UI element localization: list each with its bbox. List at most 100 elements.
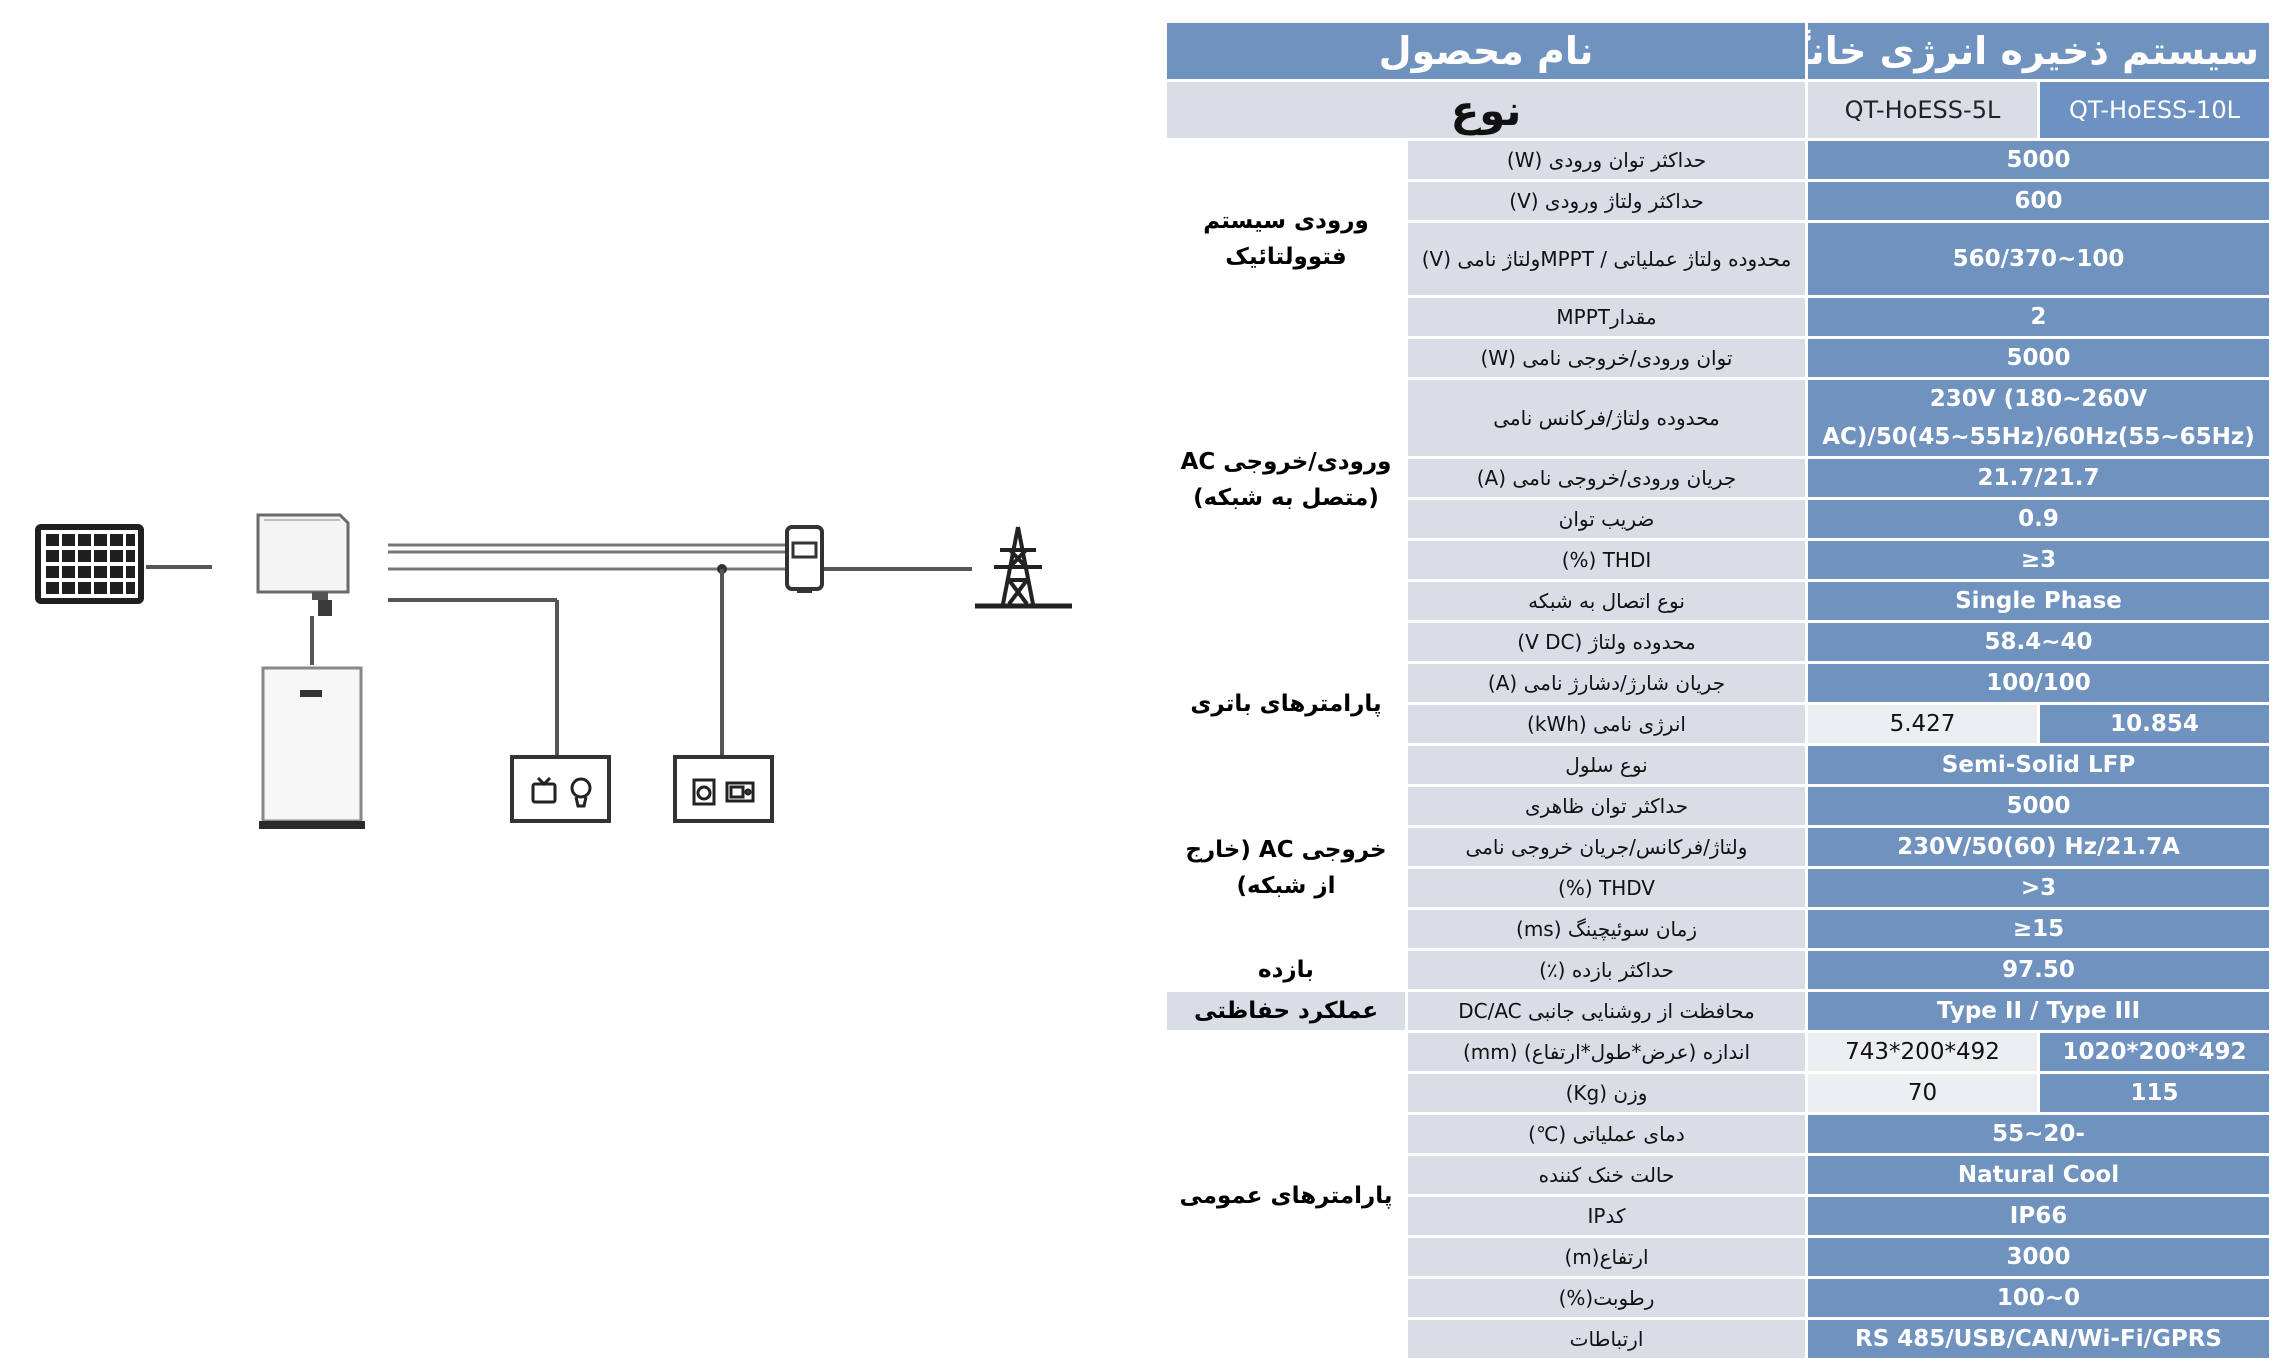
spec-value: 100~560/370 (1808, 223, 2272, 298)
spec-parameter: THDV (%) (1408, 869, 1808, 910)
grid-tower-icon (975, 526, 1072, 609)
spec-value: Type II / Type III (1808, 992, 2272, 1033)
washer-icon (692, 778, 716, 806)
spec-parameter: نوع اتصال به شبکه (1408, 582, 1808, 623)
table-row: 3<THDV (%) (1167, 869, 2272, 910)
spec-parameter: جریان شارژ/دشارژ نامی (A) (1408, 664, 1808, 705)
spec-parameter: اندازه (عرض*طول*ارتفاع) (mm) (1408, 1033, 1808, 1074)
spec-value: Single Phase (1808, 582, 2272, 623)
value-10l: 492*200*1020 (2040, 1033, 2272, 1074)
model-row: QT-HoESS-10L QT-HoESS-5L نوع (1167, 82, 2272, 141)
spec-table: سیستم ذخیره انرژی خانگی نام محصول QT-HoE… (1167, 23, 2272, 1361)
spec-value: 100/100 (1808, 664, 2272, 705)
value-5l: 5.427 (1808, 705, 2040, 746)
spec-value: -20~55 (1808, 1115, 2272, 1156)
spec-parameter: رطوبت(%) (1408, 1279, 1808, 1320)
spec-parameter: توان ورودی/خروجی نامی (W) (1408, 339, 1808, 380)
spec-value: 40~58.4 (1808, 623, 2272, 664)
backup-load-box (510, 755, 611, 823)
table-row: 230V (180~260V AC)/50(45~55Hz)/60Hz(55~6… (1167, 380, 2272, 459)
value-10l: 10.854 (2040, 705, 2272, 746)
spec-value: 2 (1808, 298, 2272, 339)
normal-load-box (673, 755, 774, 823)
spec-value: 5000 (1808, 141, 2272, 182)
spec-value: 21.7/21.7 (1808, 459, 2272, 500)
spec-parameter: محدوده ولتاژ عملیاتی / MPPTولتاژ نامی (V… (1408, 223, 1808, 298)
value-5l: 492*200*743 (1808, 1033, 2040, 1074)
spec-parameter: حداکثر ولتاژ ورودی (V) (1408, 182, 1808, 223)
system-title: سیستم ذخیره انرژی خانگی (1808, 23, 2272, 82)
spec-parameter: کدIP (1408, 1197, 1808, 1238)
spec-value: Natural Cool (1808, 1156, 2272, 1197)
group-label: خروجی AC (خارج از شبکه) (1167, 787, 1408, 951)
microwave-icon (725, 781, 755, 803)
spec-parameter: ضریب توان (1408, 500, 1808, 541)
spec-parameter: ارتفاع(m) (1408, 1238, 1808, 1279)
spec-value: 3000 (1808, 1238, 2272, 1279)
spec-parameter: نوع سلول (1408, 746, 1808, 787)
spec-parameter: زمان سوئیچینگ (ms) (1408, 910, 1808, 951)
group-label: پارامترهای باتری (1167, 623, 1408, 787)
table-row: 15≤زمان سوئیچینگ (ms) (1167, 910, 2272, 951)
meter-icon (785, 525, 824, 593)
spec-parameter: THDI (%) (1408, 541, 1808, 582)
spec-value: 0.9 (1808, 500, 2272, 541)
spec-value: 15≤ (1808, 910, 2272, 951)
spec-parameter: انرژی نامی (kWh) (1408, 705, 1808, 746)
table-row: 3≤THDI (%) (1167, 541, 2272, 582)
spec-parameter: حداکثر توان ورودی (W) (1408, 141, 1808, 182)
inverter-icon (256, 513, 350, 616)
table-header-row: سیستم ذخیره انرژی خانگی نام محصول (1167, 23, 2272, 82)
spec-value: 5000 (1808, 339, 2272, 380)
group-label: ورودی/خروجی AC (متصل به شبکه) (1167, 339, 1408, 623)
group-label: پارامترهای عمومی (1167, 1033, 1408, 1361)
spec-table-body: سیستم ذخیره انرژی خانگی نام محصول QT-HoE… (1167, 23, 2272, 1361)
spec-value: 5000 (1808, 787, 2272, 828)
group-label: عملکرد حفاظتی (1167, 992, 1408, 1033)
spec-parameter: دمای عملیاتی (℃) (1408, 1115, 1808, 1156)
spec-parameter: حالت خنک کننده (1408, 1156, 1808, 1197)
spec-parameter: ولتاژ/فرکانس/جریان خروجی نامی (1408, 828, 1808, 869)
spec-value: 600 (1808, 182, 2272, 223)
spec-parameter: وزن (Kg) (1408, 1074, 1808, 1115)
spec-parameter: محافظت از روشنایی جانبی DC/AC (1408, 992, 1808, 1033)
battery-icon (259, 666, 365, 829)
spec-value: 230V/50(60) Hz/21.7A (1808, 828, 2272, 869)
type-label: نوع (1167, 82, 1808, 141)
system-diagram (35, 513, 1072, 829)
product-name-label: نام محصول (1167, 23, 1808, 82)
value-5l: 70 (1808, 1074, 2040, 1115)
spec-value: 230V (180~260V AC)/50(45~55Hz)/60Hz(55~6… (1808, 380, 2272, 459)
tv-icon (531, 776, 557, 804)
spec-parameter: مقدارMPPT (1408, 298, 1808, 339)
model-5l: QT-HoESS-5L (1808, 82, 2040, 141)
spec-value: RS 485/USB/CAN/Wi-Fi/GPRS (1808, 1320, 2272, 1361)
spec-value: 0~100 (1808, 1279, 2272, 1320)
value-10l: 115 (2040, 1074, 2272, 1115)
group-label: بازده (1167, 951, 1408, 992)
group-label: ورودی سیستم فتوولتائیک (1167, 141, 1408, 339)
